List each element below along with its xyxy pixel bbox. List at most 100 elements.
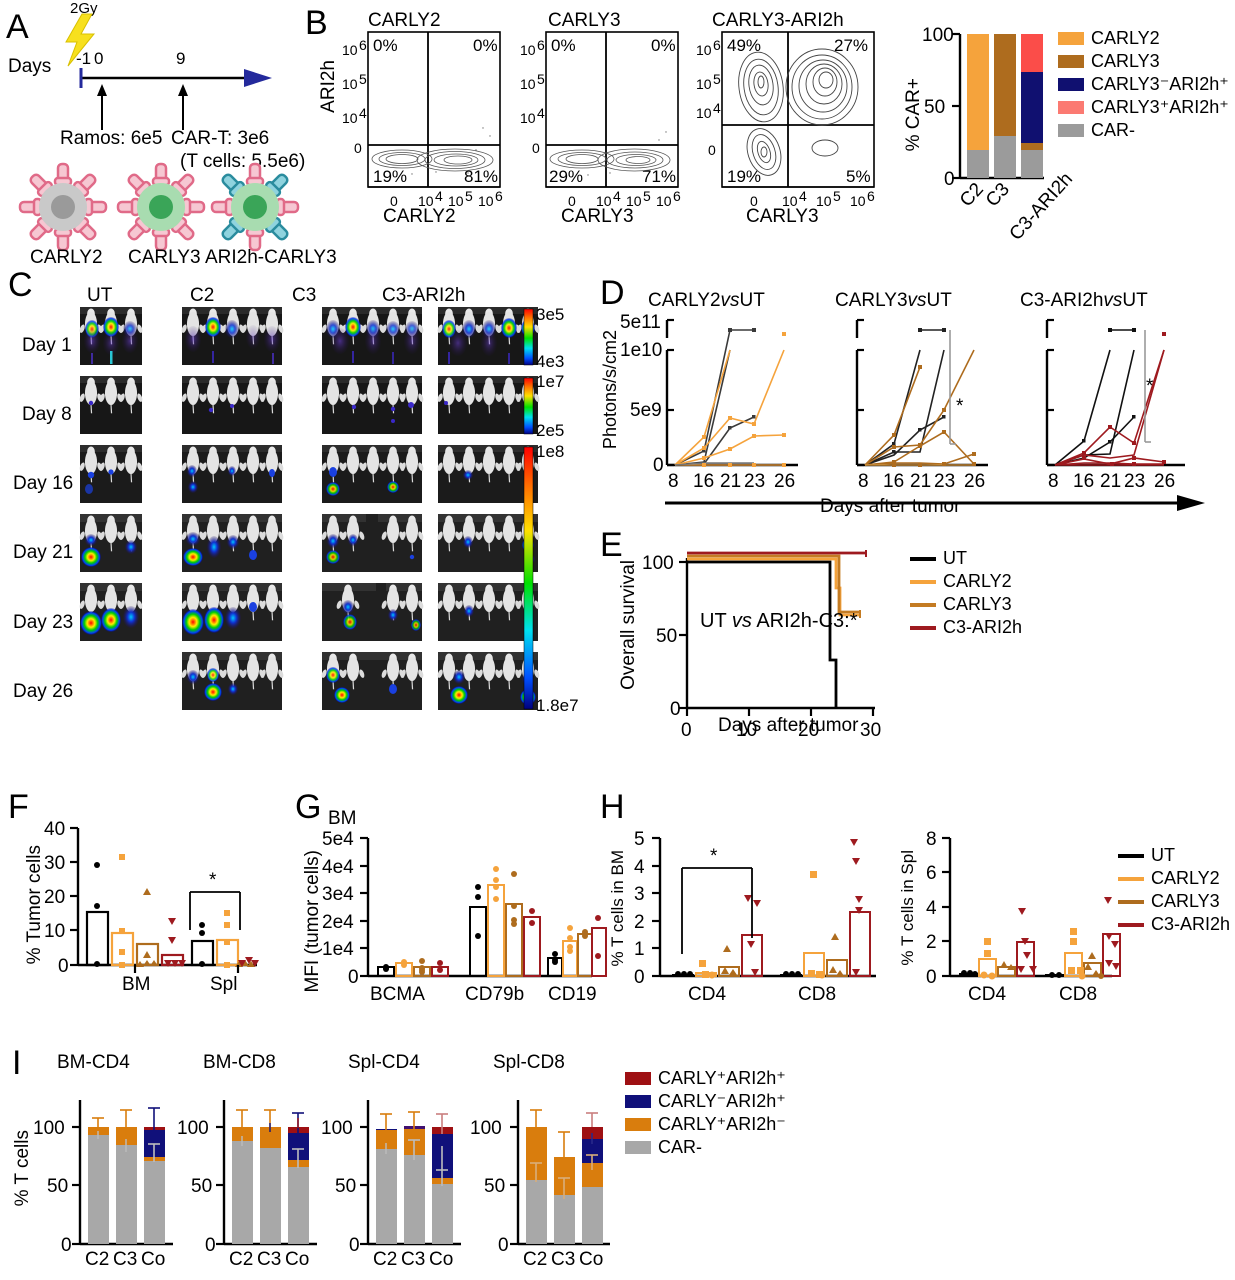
svg-text:8: 8 (926, 829, 937, 850)
svg-text:0%: 0% (473, 36, 498, 55)
svg-text:16: 16 (883, 471, 904, 492)
svg-text:2: 2 (634, 912, 645, 933)
panelh-xtick-cd4: CD4 (688, 984, 726, 1005)
panelc-row-label-day23: Day 23 (13, 612, 74, 633)
legend-swatch-car-neg (1058, 124, 1084, 137)
flow-x-label-carly3-ari2h: CARLY3 (746, 206, 819, 227)
legend-label-h-carly3: CARLY3 (1151, 891, 1220, 911)
legend-line-carly3 (910, 602, 936, 607)
svg-text:5: 5 (634, 829, 645, 850)
panele-curve-ut (687, 560, 838, 708)
svg-text:4: 4 (537, 105, 545, 121)
legend-item-e-ut: UT (910, 548, 1022, 569)
svg-text:4: 4 (634, 857, 645, 878)
cell-label-ari2h-carly3: ARI2h-CARLY3 (205, 247, 337, 268)
legend-label-carly3: CARLY3 (1091, 51, 1160, 71)
panelb-stacked-bar-chart: 100 50 0 C2 C3 C3-ARI2h (922, 25, 1077, 245)
panelf-xtick-spl: Spl (210, 974, 237, 995)
svg-text:5: 5 (359, 71, 367, 87)
panelc-row-label-day16: Day 16 (13, 473, 74, 494)
svg-text:2e4: 2e4 (322, 912, 354, 933)
svg-text:6: 6 (495, 188, 503, 204)
svg-text:21: 21 (910, 471, 931, 492)
legend-item-carly3: CARLY3 (1058, 51, 1229, 72)
svg-text:10: 10 (626, 193, 642, 209)
panelc-col-header-c3-ari2h: C3-ARI2h (382, 285, 466, 306)
paneld-xtick-26: 26 (774, 471, 795, 492)
paneld-xtick-21: 21 (720, 471, 741, 492)
svg-text:4: 4 (713, 100, 721, 116)
panelb-legend: CARLY2 CARLY3 CARLY3⁻ARI2h⁺ CARLY3⁺ARI2h… (1058, 28, 1229, 143)
panelh-legend: UT CARLY2 CARLY3 C3-ARI2h (1118, 845, 1230, 937)
legend-label-h-carly2: CARLY2 (1151, 868, 1220, 888)
svg-text:6: 6 (713, 37, 721, 53)
svg-text:1e4: 1e4 (322, 939, 354, 960)
paneli-bm-cd8-chart: 100 50 0 C2 C3 Co (177, 1100, 317, 1270)
svg-text:50: 50 (47, 1176, 68, 1197)
panele-y-axis-label: Overall survival (618, 560, 639, 690)
legend-item-i-carly-pos-ari2h-pos: CARLY⁺ARI2h⁺ (625, 1068, 786, 1089)
paneld-y-axis-label: Photons/s/cm2 (600, 330, 620, 450)
panelg-sublabel: BM (328, 808, 357, 829)
paneli-spl-cd8-chart: 100 50 0 C2 C3 Co (470, 1100, 610, 1270)
legend-label-i-carly-pos-ari2h-pos: CARLY⁺ARI2h⁺ (658, 1068, 786, 1088)
panelb-bar-c3-ari2h (1021, 34, 1043, 178)
svg-text:0: 0 (532, 140, 540, 156)
svg-text:0: 0 (349, 1235, 360, 1256)
legend-label-i-carly-neg-ari2h-pos: CARLY⁻ARI2h⁺ (658, 1091, 786, 1111)
panele-curve-carly2 (687, 557, 860, 617)
svg-text:40: 40 (44, 819, 65, 840)
legend-item-carly3-neg-ari2h-pos: CARLY3⁻ARI2h⁺ (1058, 74, 1229, 95)
radiation-bolt-icon (65, 13, 96, 67)
paneli-xtick-c3: C3 (113, 1249, 137, 1270)
svg-text:6: 6 (359, 37, 367, 53)
flow-plot-title-carly2: CARLY2 (368, 10, 441, 31)
paneld-x-axis-label: Days after tumor (820, 496, 961, 517)
panele-survival-chart: 100 50 0 0 10 20 30 (642, 550, 881, 741)
legend-label-i-car-neg: CAR- (658, 1137, 702, 1157)
svg-text:0: 0 (926, 967, 937, 988)
panelg-xtick-bcma: BCMA (370, 984, 425, 1005)
panelc-row-day8 (78, 376, 541, 434)
panelc-row-day23 (78, 583, 541, 641)
svg-text:10: 10 (520, 76, 536, 92)
svg-text:0%: 0% (373, 36, 398, 55)
panelc-row-day16 (78, 445, 541, 503)
flow-y-axis-label: ARI2h (318, 60, 339, 113)
legend-line-carly2 (910, 579, 936, 584)
legend-label-i-carly-pos-ari2h-neg: CARLY⁺ARI2h⁻ (658, 1114, 786, 1134)
legend-line-c3-ari2h (910, 625, 936, 630)
svg-text:C2: C2 (373, 1249, 397, 1270)
panelh-spl-xtick-cd4: CD4 (968, 984, 1006, 1005)
svg-text:0: 0 (498, 1235, 509, 1256)
panele-curve-carly3 (687, 554, 860, 614)
svg-text:Co: Co (579, 1249, 603, 1270)
panelh-spl-chart: 8 6 4 2 0 CD4 CD8 (926, 829, 1121, 1005)
panelc-cbar2-max: 1e7 (536, 372, 564, 391)
svg-text:81%: 81% (464, 167, 498, 186)
cell-label-carly2: CARLY2 (30, 247, 103, 268)
legend-line-h-ut (1118, 853, 1144, 858)
panelc-row-label-day1: Day 1 (22, 335, 72, 356)
svg-text:0%: 0% (651, 36, 676, 55)
panelh-right-y-label: % T cells in Spl (898, 850, 917, 966)
panelc-cbar3-max: 1e8 (536, 442, 564, 461)
legend-item-e-c3-ari2h: C3-ARI2h (910, 617, 1022, 638)
paneli-title-spl-cd8: Spl-CD8 (493, 1052, 565, 1073)
flow-plot-title-carly3-ari2h: CARLY3-ARI2h (712, 10, 844, 31)
svg-text:Co: Co (429, 1249, 453, 1270)
panel-a-dose-label: 2Gy (70, 0, 98, 17)
legend-swatch-carly3-pos-ari2h-pos (1058, 101, 1084, 114)
panele-x-axis-label: Days after tumor (718, 715, 859, 736)
legend-item-carly2: CARLY2 (1058, 28, 1229, 49)
paneli-spl-cd4-chart: 100 50 0 C2 C3 Co (321, 1100, 461, 1270)
svg-text:0: 0 (348, 967, 359, 988)
svg-text:10: 10 (696, 76, 712, 92)
svg-text:23: 23 (1124, 471, 1145, 492)
panel-a-ramos-annotation: Ramos: 6e5 (60, 128, 163, 149)
paneld-x-axis-arrow (665, 495, 1205, 511)
paneli-title-spl-cd4: Spl-CD4 (348, 1052, 420, 1073)
svg-text:26: 26 (964, 471, 985, 492)
svg-text:10: 10 (696, 42, 712, 58)
